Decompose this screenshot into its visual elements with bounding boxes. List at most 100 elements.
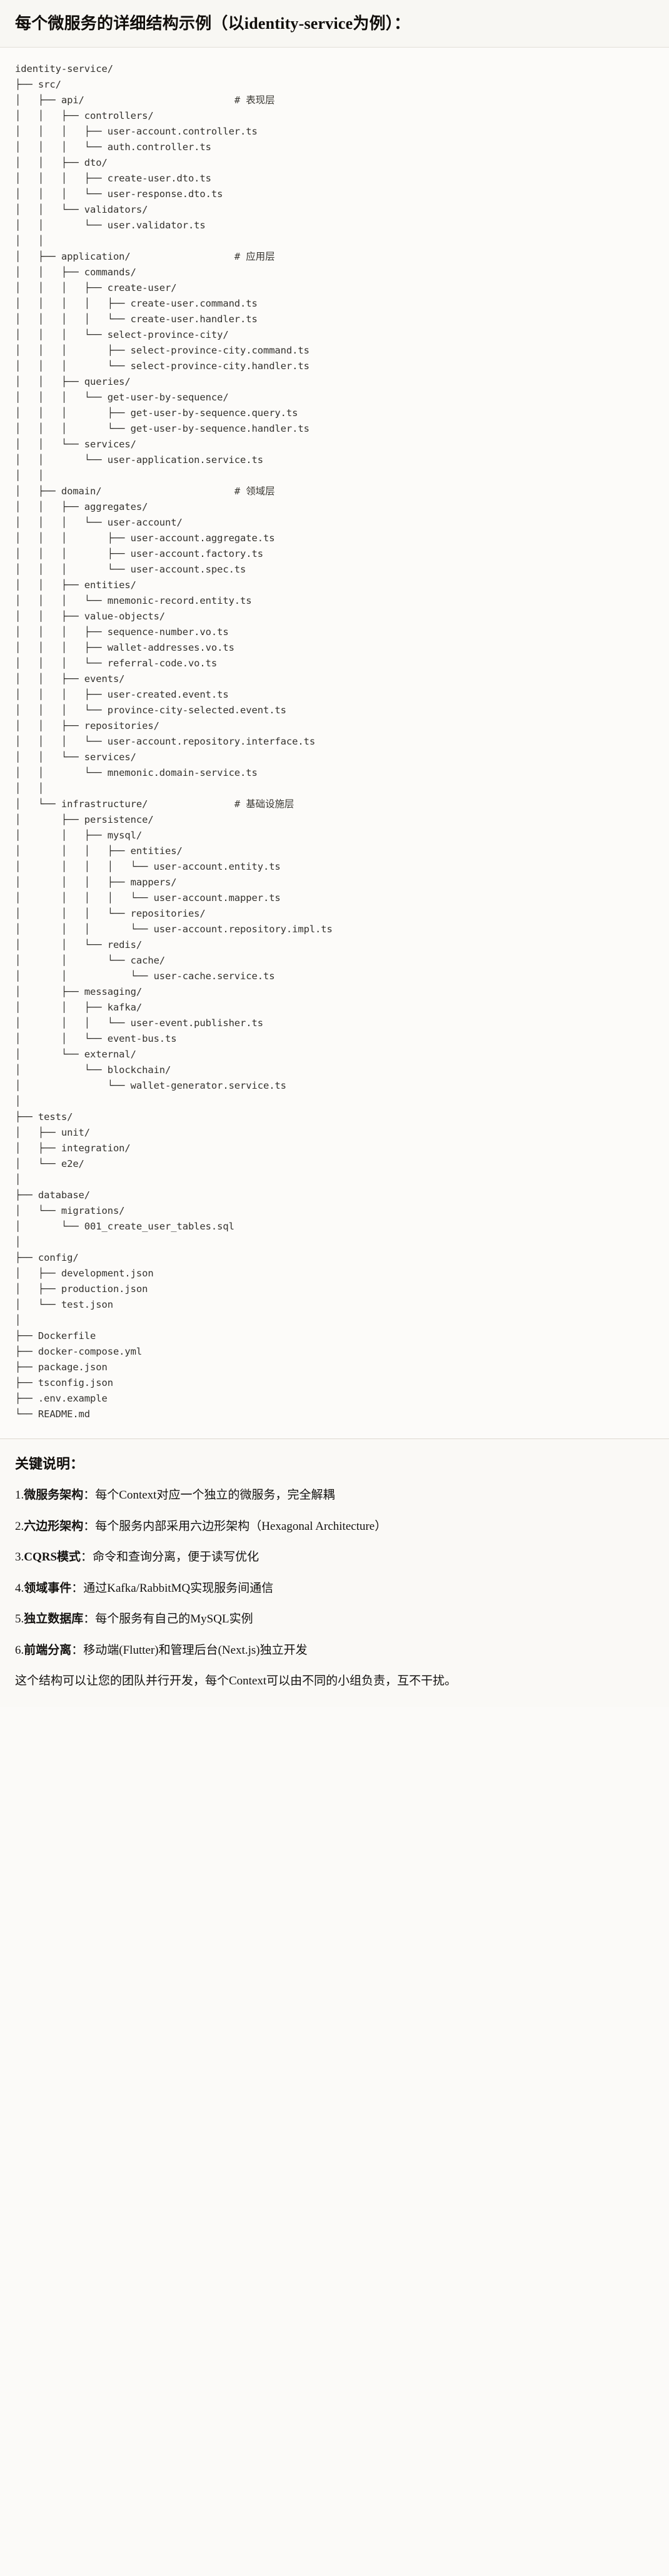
tree-line: │ │ │ └── province-city-selected.event.t… [15, 704, 286, 716]
tree-line: identity-service/ [15, 63, 113, 74]
tree-line: │ │ │ ├── user-account.factory.ts [15, 547, 263, 559]
tree-line: ├── tests/ [15, 1111, 73, 1123]
tree-line: ├── package.json [15, 1361, 108, 1373]
tree-line: │ │ │ ├── user-created.event.ts [15, 688, 229, 700]
tree-line: │ │ └── mnemonic.domain-service.ts [15, 766, 258, 778]
heading-band: 每个微服务的详细结构示例（以identity-service为例）： [0, 0, 669, 48]
key-note-separator: ： [71, 1581, 84, 1595]
tree-line: │ │ │ │ └── user-account.entity.ts [15, 860, 281, 872]
tree-line: │ │ │ ├── user-account.aggregate.ts [15, 532, 275, 544]
key-note-description: 每个服务有自己的MySQL实例 [95, 1612, 253, 1626]
tree-line: │ │ │ └── user-account.repository.interf… [15, 735, 316, 747]
tree-line: │ └── blockchain/ [15, 1064, 171, 1076]
tree-line: │ │ │ └── get-user-by-sequence/ [15, 391, 229, 403]
tree-line: │ ├── development.json [15, 1267, 154, 1279]
key-note-description: 命令和查询分离，便于读写优化 [93, 1550, 259, 1564]
key-note-description: 每个服务内部采用六边形架构（Hexagonal Architecture） [95, 1519, 387, 1533]
key-note-index: 3. [15, 1550, 24, 1564]
tree-line: │ │ │ │ ├── create-user.command.ts [15, 297, 258, 309]
tree-line: │ │ │ ├── user-account.controller.ts [15, 125, 258, 137]
tree-line: │ │ └── user-cache.service.ts [15, 970, 275, 982]
tree-line: │ ├── persistence/ [15, 813, 154, 825]
key-note-separator: ： [81, 1550, 93, 1564]
tree-line: │ │ ├── dto/ [15, 156, 108, 168]
tree-line: │ └── migrations/ [15, 1204, 125, 1216]
tree-line: │ │ └── services/ [15, 438, 136, 450]
tree-line: │ │ [15, 235, 44, 247]
tree-line: │ │ │ │ └── user-account.mapper.ts [15, 892, 281, 904]
tree-line: │ │ │ ├── wallet-addresses.vo.ts [15, 641, 234, 653]
tree-line: ├── tsconfig.json [15, 1377, 113, 1388]
tree-line: │ ├── api/ # 表现层 [15, 94, 275, 106]
tree-line: │ ├── production.json [15, 1283, 148, 1295]
key-note-term: 微服务架构 [24, 1489, 84, 1502]
key-note-item: 1.微服务架构：每个Context对应一个独立的微服务，完全解耦 [15, 1487, 654, 1504]
tree-line: │ │ │ └── select-province-city.handler.t… [15, 360, 309, 372]
key-note-description: 每个Context对应一个独立的微服务，完全解耦 [95, 1489, 335, 1502]
tree-line: │ │ │ ├── select-province-city.command.t… [15, 344, 309, 356]
tree-line: │ └── test.json [15, 1298, 113, 1310]
tree-line: │ │ └── validators/ [15, 203, 148, 215]
key-note-index: 1. [15, 1489, 24, 1502]
tree-line: ├── src/ [15, 78, 61, 90]
key-note-index: 2. [15, 1519, 24, 1533]
key-note-item: 5.独立数据库：每个服务有自己的MySQL实例 [15, 1611, 654, 1628]
tree-line: │ └── infrastructure/ # 基础设施层 [15, 798, 294, 810]
tree-line: │ │ │ └── user-account.spec.ts [15, 563, 246, 575]
key-note-index: 6. [15, 1643, 24, 1657]
tree-line: │ ├── messaging/ [15, 985, 143, 997]
key-note-description: 移动端(Flutter)和管理后台(Next.js)独立开发 [83, 1643, 308, 1657]
tree-line: │ │ ├── queries/ [15, 375, 131, 387]
tree-line: │ │ │ └── repositories/ [15, 907, 206, 919]
key-note-term: 六边形架构 [24, 1519, 84, 1533]
tree-line: │ │ │ ├── get-user-by-sequence.query.ts [15, 407, 298, 419]
tree-line: │ [15, 1095, 21, 1107]
directory-tree-block: identity-service/ ├── src/ │ ├── api/ # 表现… [0, 47, 669, 1439]
tree-line: │ │ [15, 782, 44, 794]
key-note-index: 5. [15, 1612, 24, 1626]
tree-line: ├── .env.example [15, 1392, 108, 1404]
tree-line: ├── database/ [15, 1189, 91, 1201]
tree-line: │ │ │ ├── create-user/ [15, 282, 177, 293]
tree-line: │ │ │ └── referral-code.vo.ts [15, 657, 218, 669]
tree-line: │ │ │ │ └── create-user.handler.ts [15, 313, 258, 325]
page-title: 每个微服务的详细结构示例（以identity-service为例）： [15, 14, 411, 33]
key-note-item: 3.CQRS模式：命令和查询分离，便于读写优化 [15, 1549, 654, 1566]
tree-line: ├── config/ [15, 1251, 79, 1263]
tree-line: │ └── e2e/ [15, 1158, 84, 1169]
tree-line: │ │ │ └── mnemonic-record.entity.ts [15, 594, 252, 606]
tree-line: │ │ ├── repositories/ [15, 720, 159, 731]
key-note-separator: ： [83, 1612, 96, 1626]
tree-line: │ │ │ └── user-account.repository.impl.t… [15, 923, 333, 935]
tree-line: │ │ │ └── user-event.publisher.ts [15, 1017, 263, 1029]
tree-line: │ │ │ ├── mappers/ [15, 876, 177, 888]
tree-line: │ │ └── event-bus.ts [15, 1032, 177, 1044]
tree-line: │ │ ├── entities/ [15, 579, 136, 591]
tree-line: │ ├── application/ # 应用层 [15, 250, 275, 262]
tree-line: │ │ └── cache/ [15, 954, 166, 966]
tree-line: │ │ ├── aggregates/ [15, 501, 148, 512]
tree-line: ├── Dockerfile [15, 1330, 96, 1341]
tree-line: │ │ ├── events/ [15, 673, 125, 685]
tree-line: ├── docker-compose.yml [15, 1345, 143, 1357]
tree-line: │ ├── integration/ [15, 1142, 131, 1154]
tree-line: │ │ └── redis/ [15, 939, 143, 950]
key-note-item: 6.前端分离：移动端(Flutter)和管理后台(Next.js)独立开发 [15, 1642, 654, 1659]
tree-line: │ │ └── services/ [15, 751, 136, 763]
tree-line: │ [15, 1236, 21, 1248]
tree-line: │ │ ├── controllers/ [15, 109, 154, 121]
tree-line: │ │ │ └── user-account/ [15, 516, 183, 528]
key-note-separator: ： [83, 1519, 96, 1533]
tree-line: │ │ ├── kafka/ [15, 1001, 143, 1013]
key-notes-title: 关键说明： [15, 1455, 84, 1472]
closing-paragraph: 这个结构可以让您的团队并行开发，每个Context可以由不同的小组负责，互不干扰… [15, 1674, 457, 1688]
key-note-term: CQRS模式 [24, 1550, 81, 1564]
tree-line: │ ├── domain/ # 领域层 [15, 485, 275, 497]
tree-line: │ │ ├── value-objects/ [15, 610, 166, 622]
key-note-separator: ： [83, 1489, 96, 1502]
key-note-description: 通过Kafka/RabbitMQ实现服务间通信 [83, 1581, 274, 1595]
tree-line: │ [15, 1173, 21, 1185]
